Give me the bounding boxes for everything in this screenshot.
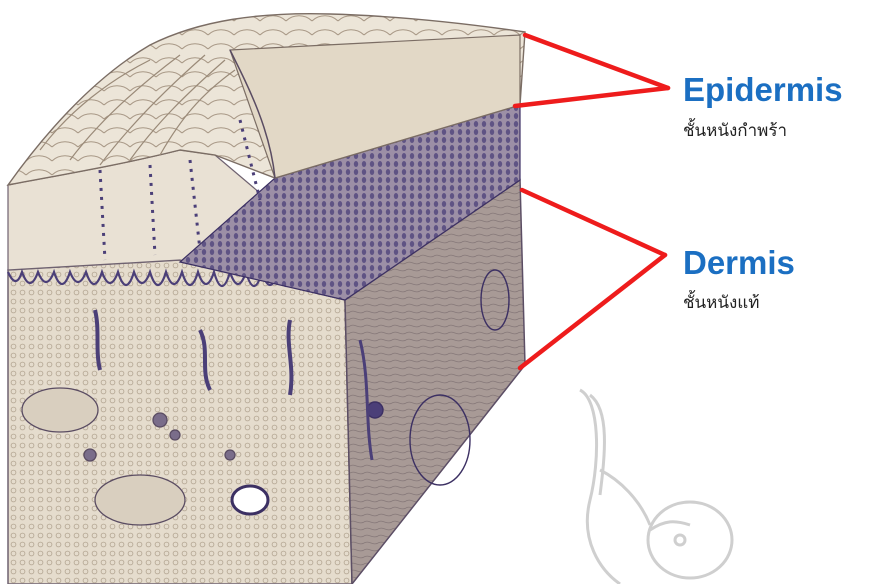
tissue-block-illustration	[8, 14, 525, 584]
dermis-label: Dermis	[683, 245, 795, 281]
epidermis-pointer	[515, 35, 668, 106]
dermis-thai-label: ชั้นหนังแท้	[683, 292, 759, 314]
dermis-pointer	[520, 190, 665, 368]
epidermis-thai-label: ชั้นหนังกำพร้า	[683, 120, 787, 142]
mascot-watermark	[580, 390, 732, 584]
epidermis-label: Epidermis	[683, 72, 843, 108]
